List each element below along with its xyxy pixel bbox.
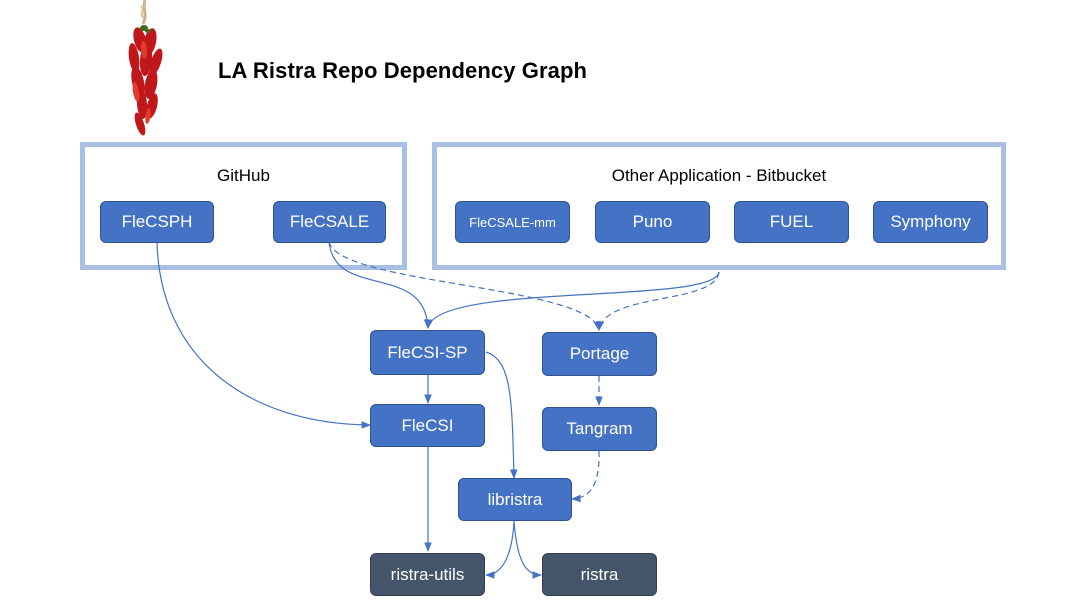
edge-flecsisp-libristra xyxy=(485,351,518,479)
node-flecsi-sp[interactable]: FleCSI-SP xyxy=(370,330,485,375)
node-libristra[interactable]: libristra xyxy=(458,478,572,521)
node-symphony[interactable]: Symphony xyxy=(873,201,988,243)
edge-libristra-ristrautils xyxy=(485,520,515,579)
node-ristra[interactable]: ristra xyxy=(542,553,657,596)
node-flecsph[interactable]: FleCSPH xyxy=(100,201,214,243)
edge-bitbucket-flecsisp xyxy=(425,271,720,329)
bitbucket-group-label: Other Application - Bitbucket xyxy=(611,166,827,185)
node-puno[interactable]: Puno xyxy=(595,201,710,243)
github-group-label: GitHub xyxy=(217,166,270,185)
node-flecsale[interactable]: FleCSALE xyxy=(273,201,386,243)
edge-flecsale-flecsisp xyxy=(328,241,432,329)
node-ristra-utils[interactable]: ristra-utils xyxy=(370,553,485,596)
page-title: LA Ristra Repo Dependency Graph xyxy=(218,58,588,83)
chili-ristra-image xyxy=(128,0,163,136)
edge-flecsale-portage xyxy=(328,241,602,331)
node-portage[interactable]: Portage xyxy=(542,332,657,376)
node-flecsi[interactable]: FleCSI xyxy=(370,404,485,447)
node-fuel[interactable]: FUEL xyxy=(734,201,849,243)
edge-bitbucket-portage xyxy=(596,271,720,331)
node-tangram[interactable]: Tangram xyxy=(542,407,657,451)
edge-tangram-libristra xyxy=(571,450,600,503)
edge-libristra-ristra xyxy=(513,520,542,579)
edge-flecsph-flecsi xyxy=(156,241,371,429)
node-flecsale-mm[interactable]: FleCSALE-mm xyxy=(455,201,570,243)
